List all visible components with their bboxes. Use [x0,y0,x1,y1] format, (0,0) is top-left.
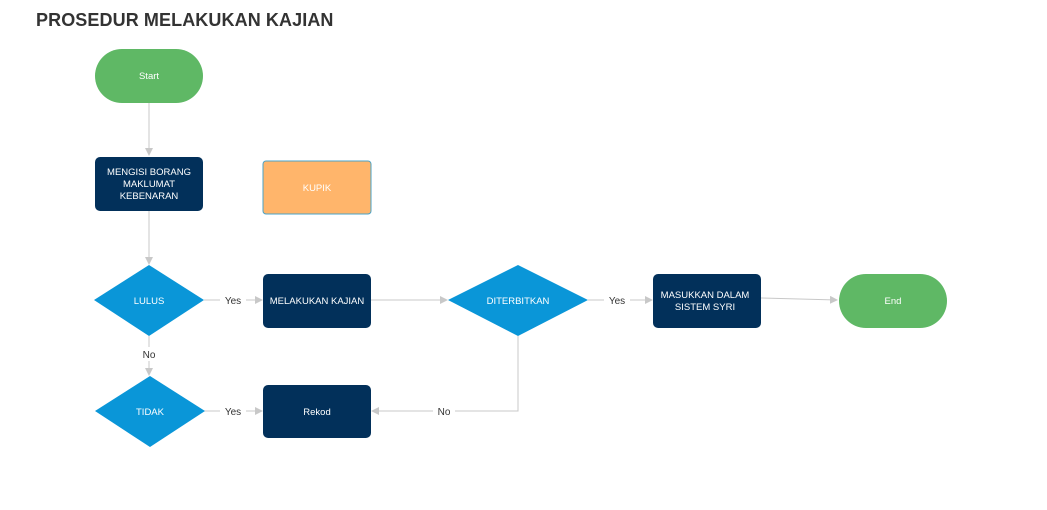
node-lulus[interactable]: LULUS [94,265,204,336]
edge-diterbitkan-to-rekod [371,336,519,415]
node-start-label: Start [139,71,159,82]
edges [145,103,838,415]
node-kupik[interactable]: KUPIK [262,160,372,215]
edge-label-tidak-yes: Yes [225,407,241,418]
edge-masukkan-to-end [760,295,838,304]
node-mengisi-label-line-2: MAKLUMAT [123,179,175,190]
node-kupik-label: KUPIK [303,183,332,194]
node-mengisi-label-line-3: KEBENARAN [120,191,179,202]
node-tidak-label: TIDAK [136,407,165,418]
node-tidak[interactable]: TIDAK [95,376,205,447]
page-title: PROSEDUR MELAKUKAN KAJIAN [36,10,334,30]
node-end[interactable]: End [839,274,947,328]
node-end-label: End [885,296,902,307]
node-melakukan-label: MELAKUKAN KAJIAN [270,296,365,307]
node-masukkan-sistem[interactable]: MASUKKAN DALAM SISTEM SYRI [653,274,761,328]
edge-label-lulus-no: No [143,350,156,361]
node-masukkan-label-line-1: MASUKKAN DALAM [661,290,750,301]
node-diterbitkan-label: DITERBITKAN [487,296,550,307]
node-masukkan-label-line-2: SISTEM SYRI [675,302,735,313]
node-rekod[interactable]: Rekod [263,385,371,438]
node-start[interactable]: Start [95,49,203,103]
edge-label-diterbitkan-no: No [438,407,451,418]
node-rekod-label: Rekod [303,407,330,418]
node-mengisi-borang[interactable]: MENGISI BORANG MAKLUMAT KEBENARAN [95,157,203,211]
edge-label-lulus-yes: Yes [225,296,241,307]
node-diterbitkan[interactable]: DITERBITKAN [448,265,588,336]
node-melakukan-kajian[interactable]: MELAKUKAN KAJIAN [263,274,371,328]
node-lulus-label: LULUS [134,296,165,307]
node-mengisi-label-line-1: MENGISI BORANG [107,167,191,178]
edge-label-diterbitkan-yes: Yes [609,296,625,307]
